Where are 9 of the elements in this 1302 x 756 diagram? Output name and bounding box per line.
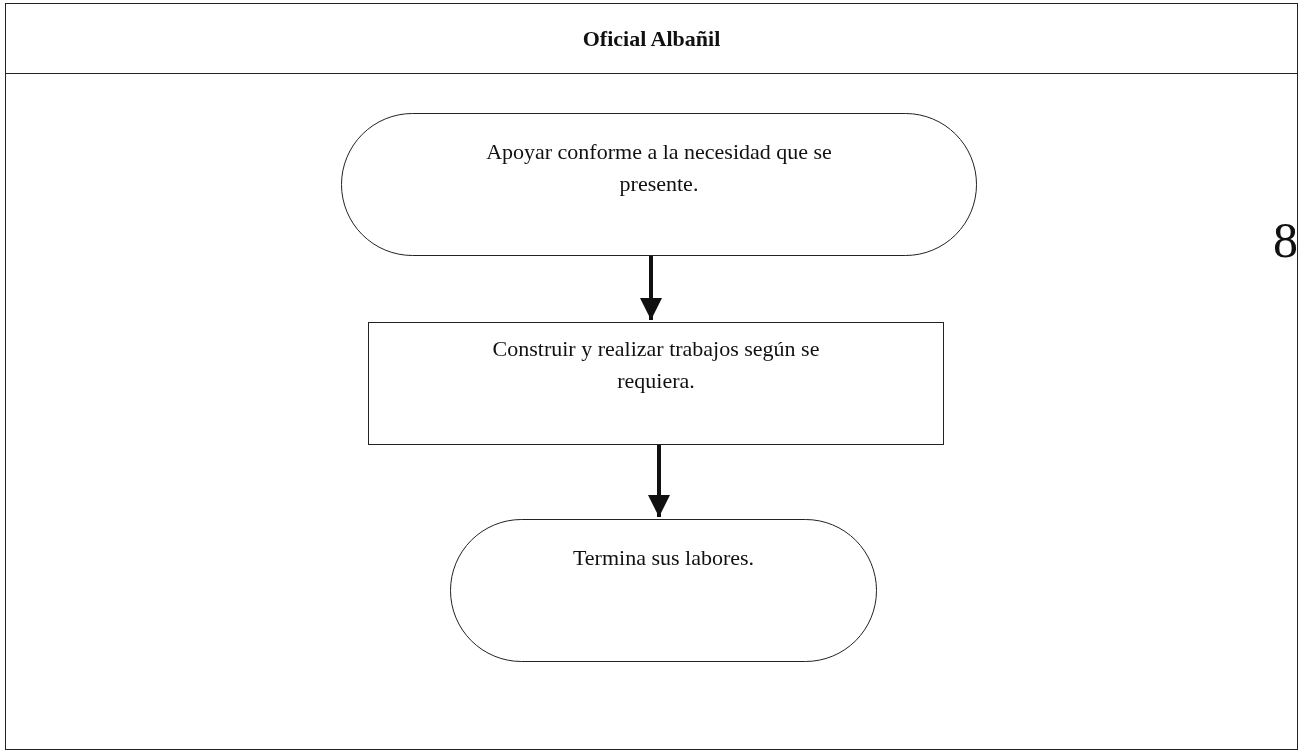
lane-title: Oficial Albañil — [582, 24, 721, 53]
swimlane-frame — [5, 3, 1298, 750]
arrow — [640, 256, 662, 320]
page-number: 8 — [1273, 211, 1298, 270]
step-text: Apoyar conforme a la necesidad que se presente. — [485, 138, 833, 198]
step-text: Construir y realizar trabajos según se requiera. — [491, 335, 821, 395]
process-box — [368, 322, 944, 445]
step-text: Termina sus labores. — [572, 544, 755, 572]
arrow — [648, 445, 670, 517]
